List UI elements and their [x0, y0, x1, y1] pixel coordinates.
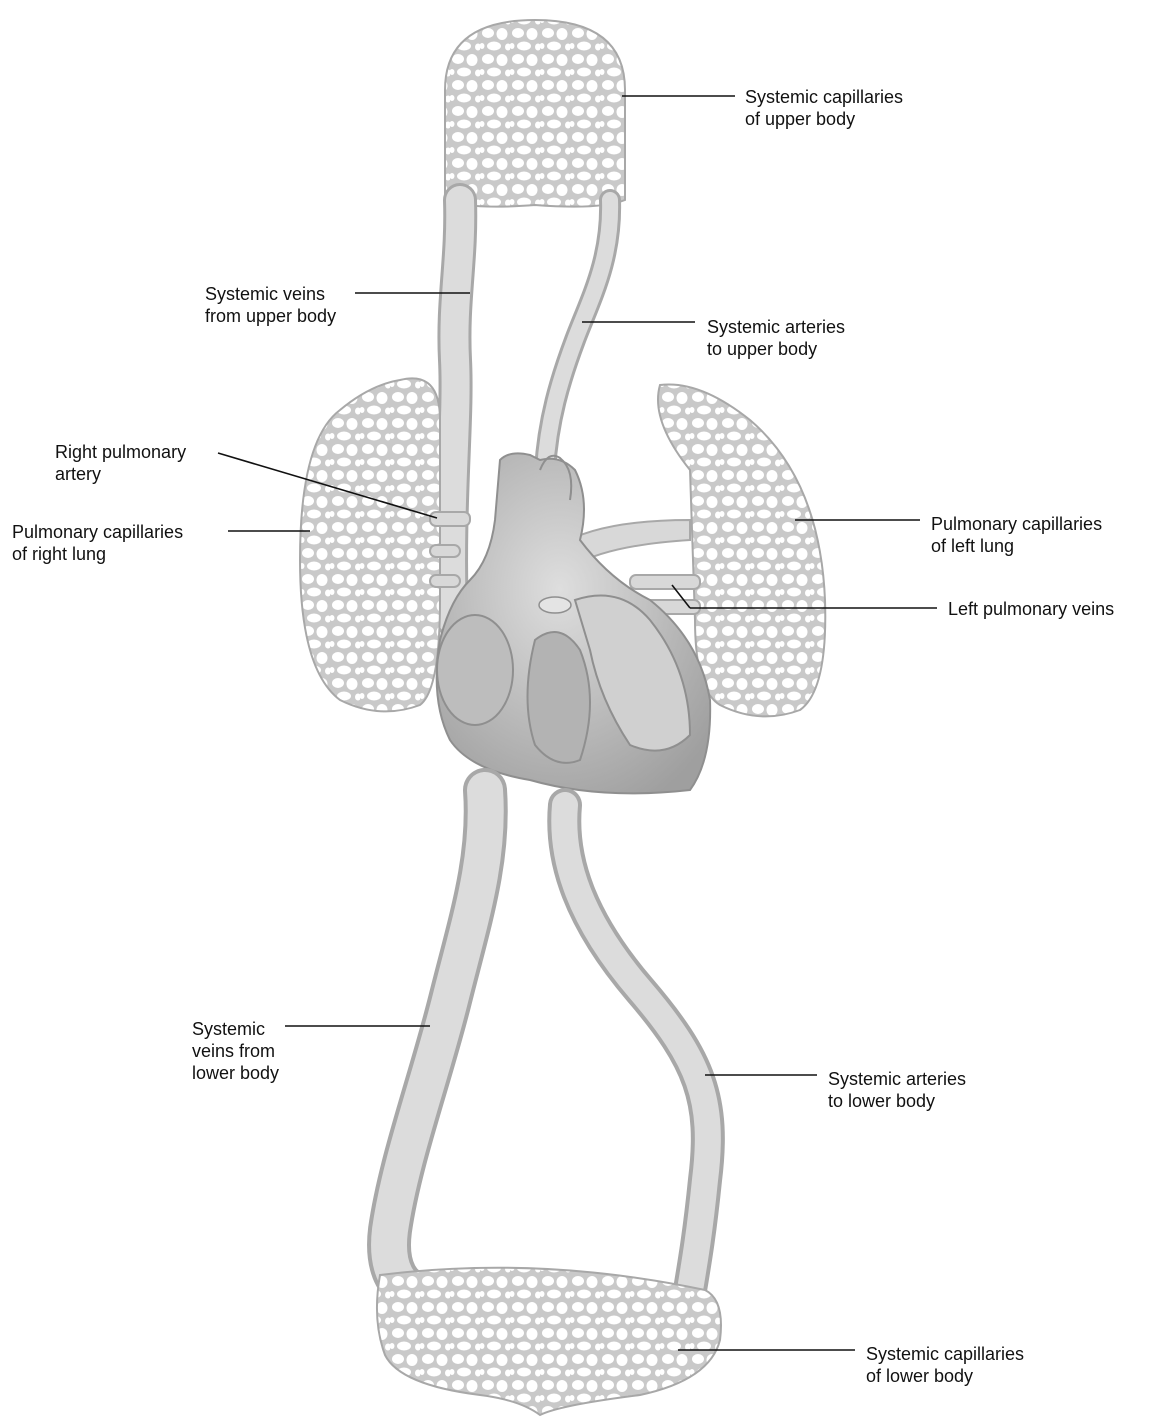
label-pulmonary-capillaries-left: Pulmonary capillaries of left lung: [931, 513, 1102, 557]
label-pulmonary-capillaries-right: Pulmonary capillaries of right lung: [12, 521, 183, 565]
label-systemic-arteries-lower: Systemic arteries to lower body: [828, 1068, 966, 1112]
label-left-pulmonary-veins: Left pulmonary veins: [948, 598, 1114, 620]
label-systemic-capillaries-lower: Systemic capillaries of lower body: [866, 1343, 1024, 1387]
right-lung: [300, 378, 440, 711]
label-systemic-arteries-upper: Systemic arteries to upper body: [707, 316, 845, 360]
lower-capillary-bed: [377, 1268, 721, 1415]
label-systemic-capillaries-upper: Systemic capillaries of upper body: [745, 86, 903, 130]
heart: [437, 453, 711, 793]
upper-capillary-bed: [445, 20, 625, 207]
label-right-pulmonary-artery: Right pulmonary artery: [55, 441, 186, 485]
label-systemic-veins-upper: Systemic veins from upper body: [205, 283, 336, 327]
label-systemic-veins-lower: Systemic veins from lower body: [192, 1018, 279, 1084]
